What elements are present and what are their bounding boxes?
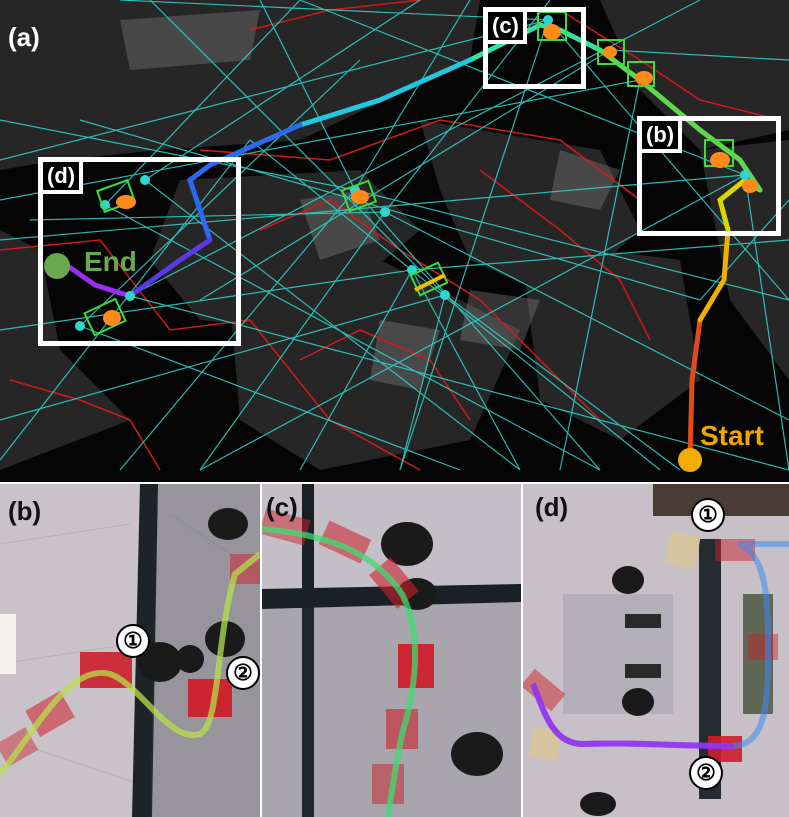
marker-2: ② xyxy=(226,656,260,690)
wall-outlines xyxy=(0,0,781,471)
inset-c-tag: (c) xyxy=(488,12,527,44)
point-cloud-scene xyxy=(0,0,789,472)
panel-a-label: (a) xyxy=(8,22,40,52)
inset-d-frame: (d) xyxy=(38,157,241,346)
inset-b-tag: (b) xyxy=(642,121,683,153)
path-d-purple xyxy=(530,682,734,749)
inset-c-frame: (c) xyxy=(483,7,586,89)
inset-b-frame: (b) xyxy=(637,116,781,236)
path-b xyxy=(0,551,260,776)
end-label: End xyxy=(84,246,137,277)
desk-area xyxy=(563,594,673,714)
path-c xyxy=(262,526,419,817)
robot-poses xyxy=(523,539,778,762)
panel-a-point-cloud-map: (a) (c) (b) (d) Start End xyxy=(0,0,789,482)
end-marker xyxy=(44,253,70,279)
panel-d-scene xyxy=(523,484,789,817)
desk-monitor-1 xyxy=(625,614,661,628)
panel-c-rendered-view: (c) xyxy=(262,484,521,817)
white-board xyxy=(0,614,16,674)
start-label: Start xyxy=(700,420,764,451)
panel-c-scene xyxy=(262,484,521,817)
glass-partition xyxy=(699,539,721,799)
panel-b-label: (b) xyxy=(8,496,42,526)
panel-d-label: (d) xyxy=(535,492,569,522)
robot-pose-markers xyxy=(83,11,758,337)
start-marker xyxy=(678,448,702,472)
desk-monitor-2 xyxy=(625,664,661,678)
office-chairs xyxy=(580,566,654,816)
marker-1: ① xyxy=(691,498,725,532)
marker-2: ② xyxy=(689,756,723,790)
panel-d-rendered-view: (d) ① ② xyxy=(523,484,789,817)
glass-frame-vertical xyxy=(302,484,314,817)
panel-b-rendered-view: (b) ① ② xyxy=(0,484,260,817)
inset-d-tag: (d) xyxy=(43,162,84,194)
viewpoint-nodes xyxy=(75,15,750,331)
panel-c-label: (c) xyxy=(266,492,298,522)
visibility-rays xyxy=(0,0,789,471)
box-1 xyxy=(665,531,701,569)
marker-1: ① xyxy=(116,624,150,658)
box-2 xyxy=(528,726,562,762)
